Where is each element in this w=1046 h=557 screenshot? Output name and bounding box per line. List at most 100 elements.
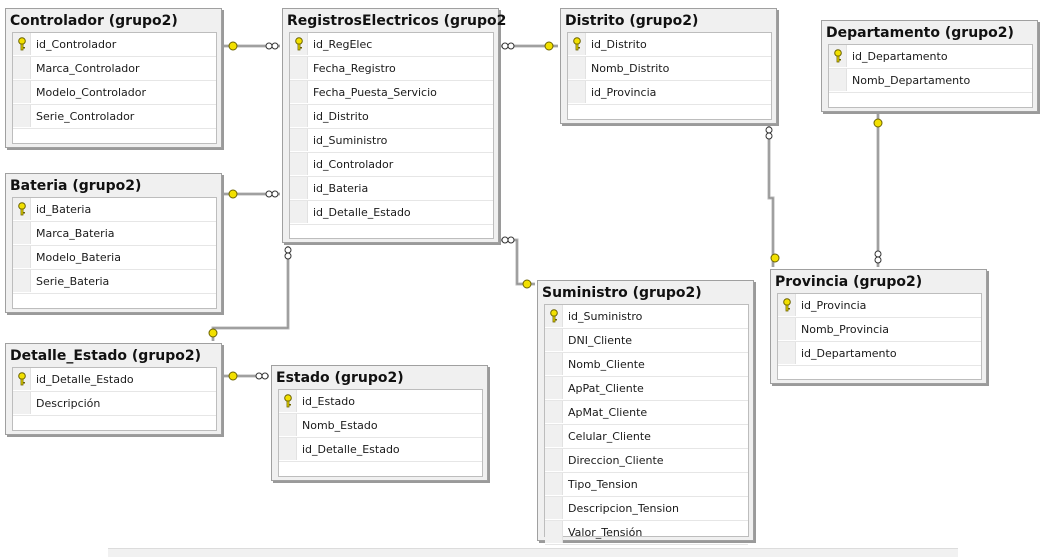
row-selector[interactable] [778,318,796,340]
row-selector[interactable] [13,33,31,55]
row-selector[interactable] [829,69,847,91]
column-row[interactable]: id_Detalle_Estado [13,368,216,392]
row-selector[interactable] [829,45,847,67]
row-selector[interactable] [568,81,586,103]
table-distrito[interactable]: Distrito (grupo2) id_Distrito Nomb_Distr… [560,8,777,124]
column-row[interactable]: Celular_Cliente [545,425,748,449]
row-selector[interactable] [13,246,31,268]
row-selector[interactable] [778,294,796,316]
column-row[interactable]: Marca_Controlador [13,57,216,81]
row-selector[interactable] [13,368,31,390]
column-row[interactable]: Marca_Bateria [13,222,216,246]
horizontal-scrollbar[interactable] [108,548,958,557]
column-row[interactable]: Serie_Controlador [13,105,216,129]
column-row[interactable]: Direccion_Cliente [545,449,748,473]
column-row[interactable]: id_Detalle_Estado [279,438,482,462]
column-row[interactable]: id_Bateria [13,198,216,222]
column-row[interactable]: id_Provincia [778,294,981,318]
column-row[interactable]: Modelo_Bateria [13,246,216,270]
column-list: id_Estado Nomb_Estado id_Detalle_Estado [278,389,483,477]
row-selector[interactable] [13,392,31,414]
table-departamento[interactable]: Departamento (grupo2) id_Departamento No… [821,20,1038,112]
row-selector[interactable] [13,222,31,244]
row-selector[interactable] [545,521,563,543]
column-row[interactable]: Nomb_Estado [279,414,482,438]
row-selector[interactable] [545,305,563,327]
column-row[interactable]: id_Departamento [778,342,981,366]
column-row[interactable]: id_Suministro [290,129,493,153]
column-row[interactable]: Nomb_Distrito [568,57,771,81]
column-row[interactable]: Fecha_Puesta_Servicio [290,81,493,105]
row-selector[interactable] [290,153,308,175]
column-row[interactable]: Fecha_Registro [290,57,493,81]
row-selector[interactable] [568,57,586,79]
row-selector[interactable] [279,438,297,460]
column-name: Marca_Controlador [36,62,140,75]
table-provincia[interactable]: Provincia (grupo2) id_Provincia Nomb_Pro… [770,269,987,384]
row-selector[interactable] [545,473,563,495]
key-end-icon [228,41,238,51]
many-end-icon [271,42,279,50]
row-selector[interactable] [545,425,563,447]
column-row[interactable]: Serie_Bateria [13,270,216,294]
link-distrito-provincia-shadow [767,126,775,267]
column-row[interactable]: ApPat_Cliente [545,377,748,401]
many-end-icon [255,372,263,380]
column-row[interactable]: Nomb_Cliente [545,353,748,377]
column-row[interactable]: id_Suministro [545,305,748,329]
table-bateria[interactable]: Bateria (grupo2) id_Bateria Marca_Bateri… [5,173,222,313]
row-selector[interactable] [290,129,308,151]
row-selector[interactable] [13,198,31,220]
row-selector[interactable] [290,105,308,127]
row-selector[interactable] [13,270,31,292]
row-selector[interactable] [290,33,308,55]
column-row[interactable]: Nomb_Departamento [829,69,1032,93]
column-row[interactable]: Descripción [13,392,216,416]
row-selector[interactable] [545,377,563,399]
column-row[interactable]: Tipo_Tension [545,473,748,497]
row-selector[interactable] [545,449,563,471]
table-detalle-estado[interactable]: Detalle_Estado (grupo2) id_Detalle_Estad… [5,343,222,435]
row-selector[interactable] [13,105,31,127]
column-row[interactable]: id_Controlador [13,33,216,57]
column-name: id_Suministro [313,134,388,147]
column-name: id_Provincia [591,86,657,99]
row-selector[interactable] [545,353,563,375]
column-row[interactable]: Descripcion_Tension [545,497,748,521]
column-row[interactable]: Modelo_Controlador [13,81,216,105]
row-selector[interactable] [279,414,297,436]
row-selector[interactable] [545,497,563,519]
column-row[interactable]: Valor_Tensión [545,521,748,545]
row-selector[interactable] [545,329,563,351]
row-selector[interactable] [13,57,31,79]
row-selector[interactable] [13,81,31,103]
column-row[interactable]: id_Estado [279,390,482,414]
table-controlador[interactable]: Controlador (grupo2) id_Controlador Marc… [5,8,222,148]
column-name: Fecha_Puesta_Servicio [313,86,437,99]
column-row[interactable]: ApMat_Cliente [545,401,748,425]
table-estado[interactable]: Estado (grupo2) id_Estado Nomb_Estado id… [271,365,488,481]
column-row[interactable]: id_Controlador [290,153,493,177]
row-selector[interactable] [290,177,308,199]
table-suministro[interactable]: Suministro (grupo2) id_Suministro DNI_Cl… [537,280,754,545]
row-selector[interactable] [290,81,308,103]
row-selector[interactable] [778,342,796,364]
table-registros-electricos[interactable]: RegistrosElectricos (grupo2 id_RegElec F… [282,8,506,243]
column-row[interactable]: id_Distrito [290,105,493,129]
row-selector[interactable] [545,401,563,423]
column-row[interactable]: id_Departamento [829,45,1032,69]
column-row[interactable]: id_Provincia [568,81,771,105]
key-icon [18,202,26,216]
column-row[interactable]: id_Distrito [568,33,771,57]
row-selector[interactable] [290,57,308,79]
column-row[interactable]: id_Detalle_Estado [290,201,493,225]
column-row[interactable]: id_Bateria [290,177,493,201]
row-selector[interactable] [568,33,586,55]
column-row[interactable]: Nomb_Provincia [778,318,981,342]
key-end-icon [228,371,238,381]
row-selector[interactable] [279,390,297,412]
row-selector[interactable] [290,201,308,223]
column-row[interactable]: id_RegElec [290,33,493,57]
column-row[interactable]: DNI_Cliente [545,329,748,353]
